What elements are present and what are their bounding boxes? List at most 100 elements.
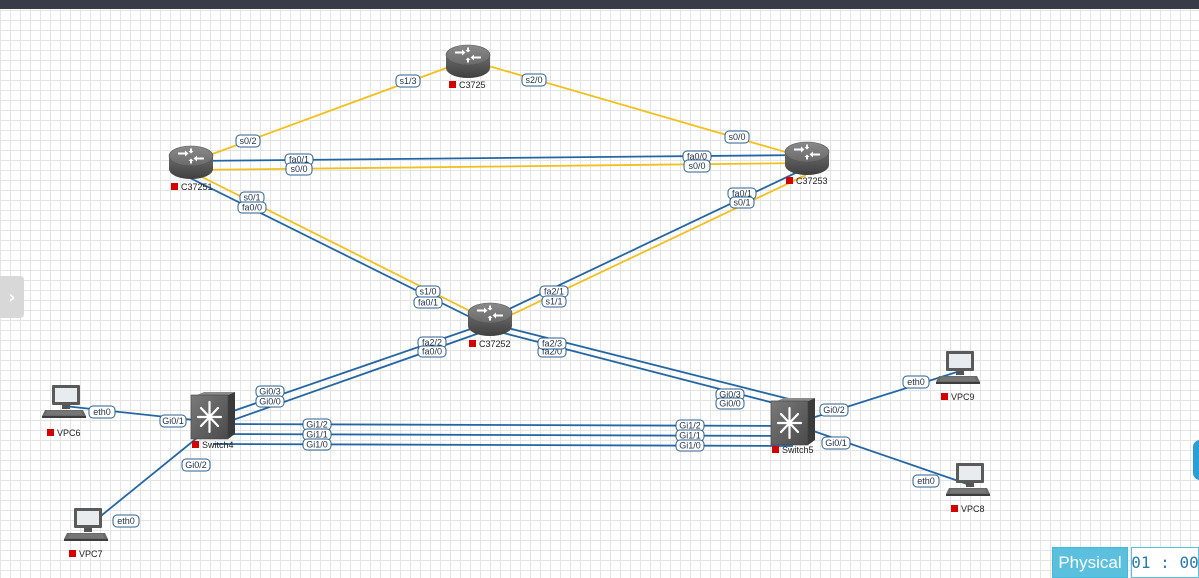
port-label: s0/0: [285, 162, 313, 176]
status-indicator: [941, 393, 948, 400]
port-label: fa2/1: [539, 285, 569, 298]
link-c37251-c37253-eth[interactable]: [187, 154, 807, 162]
port-label-text: s2/0: [525, 75, 542, 85]
port-label: Gi1/1: [302, 428, 332, 441]
router-c37253[interactable]: C37253: [784, 141, 830, 186]
sidebar-toggle-button[interactable]: ›: [0, 276, 24, 318]
port-label: eth0: [88, 405, 116, 419]
router-icon: [445, 44, 491, 79]
nodes-layer: C3725 C37251 C37253 C37252 Switch4: [41, 44, 991, 559]
port-label-text: Gi1/2: [306, 420, 328, 430]
port-label-text: eth0: [917, 476, 935, 486]
status-indicator: [69, 550, 76, 557]
port-label-text: Gi1/0: [679, 441, 701, 451]
port-label-text: s0/0: [728, 132, 745, 142]
port-label: Gi1/2: [675, 419, 705, 432]
port-label: fa0/0: [237, 201, 267, 214]
node-label: Switch4: [202, 440, 234, 450]
link-switch4-switch5-b[interactable]: [212, 433, 794, 437]
link-switch5-vpc8[interactable]: [792, 423, 971, 486]
port-label-text: s0/0: [290, 164, 307, 174]
pc-vpc8[interactable]: VPC8: [945, 462, 991, 514]
router-icon: [467, 302, 513, 337]
link-c37252-switch5-b[interactable]: [491, 329, 794, 409]
port-label: fa0/0: [417, 345, 447, 358]
link-vpc7-switch4[interactable]: [85, 424, 214, 529]
port-label-text: Gi1/2: [679, 421, 701, 431]
port-label-text: Gi1/1: [306, 430, 328, 440]
port-label-text: Gi0/3: [719, 390, 741, 400]
link-c37253-c37252-eth[interactable]: [489, 167, 807, 319]
link-switch4-switch5-c[interactable]: [212, 443, 794, 447]
router-c37251[interactable]: C37251: [168, 145, 214, 192]
router-c3725[interactable]: C3725: [445, 44, 491, 90]
switch-icon: [190, 391, 236, 441]
link-c37251-c37252-serial[interactable]: [187, 169, 491, 322]
port-label-text: eth0: [907, 377, 925, 387]
node-label: VPC7: [79, 549, 103, 559]
top-bar: [0, 0, 1199, 9]
port-label-text: s1/1: [545, 297, 562, 307]
link-c37252-switch4-a[interactable]: [212, 322, 489, 419]
link-c37252-switch4-b[interactable]: [212, 329, 489, 428]
port-label-text: eth0: [117, 516, 135, 526]
port-labels-layer: s0/2 s1/3 s2/0 s0/0 fa0/1 fa0/0 s0/0 s0/…: [88, 73, 940, 528]
status-indicator: [449, 81, 456, 88]
link-c37251-c3725[interactable]: [187, 59, 469, 164]
port-label-text: Gi0/0: [259, 397, 281, 407]
port-label-text: fa2/0: [542, 347, 562, 357]
pc-vpc9[interactable]: VPC9: [935, 350, 981, 402]
switch-switch5[interactable]: Switch5: [770, 397, 816, 455]
port-label: fa2/3: [537, 337, 567, 350]
node-label: VPC8: [961, 504, 985, 514]
link-c37251-c37252-eth[interactable]: [187, 176, 489, 327]
port-label: eth0: [902, 375, 930, 389]
port-label-text: Gi1/0: [306, 440, 328, 450]
port-label: s1/0: [415, 285, 441, 298]
port-label-text: fa0/1: [418, 298, 438, 308]
port-label: eth0: [112, 514, 140, 528]
status-indicator: [951, 505, 958, 512]
link-c37253-c37252-serial[interactable]: [491, 174, 807, 325]
link-c3725-c37253[interactable]: [467, 59, 807, 159]
switch-icon: [770, 397, 816, 447]
port-label-text: s1/0: [419, 287, 436, 297]
link-switch5-vpc9[interactable]: [792, 370, 961, 425]
floating-action-button[interactable]: [1193, 440, 1199, 480]
port-label-text: s0/1: [733, 198, 750, 208]
port-label: Gi0/1: [821, 436, 851, 450]
pc-vpc6[interactable]: VPC6: [41, 384, 87, 438]
physical-mode-button[interactable]: Physical: [1052, 547, 1128, 578]
port-label: s0/2: [235, 134, 261, 148]
link-vpc6-switch4[interactable]: [63, 405, 214, 423]
link-switch4-switch5-a[interactable]: [212, 423, 794, 427]
port-label-text: Gi0/0: [719, 399, 741, 409]
port-label-text: Gi0/1: [825, 438, 847, 448]
pc-icon: [63, 507, 109, 542]
link-c37251-c37253-serial[interactable]: [187, 162, 807, 171]
port-label-text: fa0/0: [242, 203, 262, 213]
link-c37252-switch5-a[interactable]: [491, 323, 794, 401]
port-label: Gi1/1: [675, 429, 705, 442]
status-indicator: [192, 441, 199, 448]
status-indicator: [171, 183, 178, 190]
port-label-text: Gi1/1: [679, 431, 701, 441]
port-label: s0/0: [724, 130, 750, 144]
port-label-text: fa2/2: [422, 338, 442, 348]
status-indicator: [772, 446, 779, 453]
port-label: s1/1: [541, 295, 567, 308]
links-layer: [63, 59, 971, 529]
status-indicator: [469, 340, 476, 347]
node-label: C3725: [459, 80, 486, 90]
router-c37252[interactable]: C37252: [467, 302, 513, 349]
port-label-text: fa2/1: [544, 287, 564, 297]
router-icon: [784, 141, 830, 176]
pc-vpc7[interactable]: VPC7: [63, 507, 109, 559]
pc-icon: [41, 384, 87, 419]
port-label: s0/1: [239, 191, 265, 204]
node-label: C37251: [181, 182, 213, 192]
switch-switch4[interactable]: Switch4: [190, 391, 236, 450]
node-label: C37253: [796, 176, 828, 186]
port-label: Gi0/2: [819, 403, 849, 417]
